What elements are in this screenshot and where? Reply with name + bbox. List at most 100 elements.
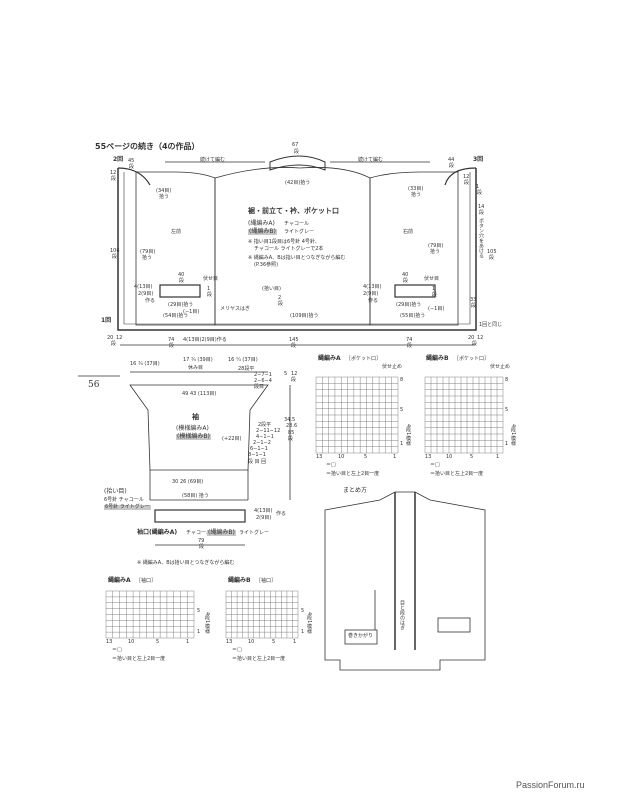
pickup-center: (拾い目) xyxy=(262,286,281,292)
right-33b-unit: 段 xyxy=(471,303,477,309)
bottom-145: 145 xyxy=(289,337,299,343)
right-front-label: 右前 xyxy=(403,229,414,235)
sleeve-top-a: 16 ¾ (37目) xyxy=(130,361,160,367)
note-1: ※ 指い目1段目は6号針 4号針、 xyxy=(248,239,320,245)
chart-b-cuff-side: 4段1模様 xyxy=(306,612,312,634)
note-2: チャコール ライトグレーで2本 xyxy=(254,246,324,252)
chart-a-cuff-side: 4段1模様 xyxy=(204,612,210,634)
sleeve-pat-a: (模様編みA) xyxy=(176,425,209,432)
chart-b-cuff-sub: ［袖口］ xyxy=(256,578,277,584)
right-make: 作る xyxy=(368,298,379,304)
chart-a-pocket-title: 縄編みA xyxy=(318,355,341,362)
bottom-12: 12 xyxy=(116,335,123,341)
chart-a-pocket-stop: 伏せ止め xyxy=(382,364,403,370)
sleeve-row-b: 2−6−4 xyxy=(254,378,272,384)
right-105-unit: 段 xyxy=(489,255,495,261)
chart-b-pocket-legend2: ＝拾い目と左上2目一度 xyxy=(430,471,484,477)
bottom-20: 20 xyxy=(107,335,114,341)
right-12-unit: 段 xyxy=(464,180,470,186)
bottom-109: (109目)拾う xyxy=(290,313,319,319)
chart-b-pocket-col2: 10 xyxy=(446,454,453,460)
sleeve-width: 49 43 (113目) xyxy=(182,391,217,397)
chart-a-cuff-col3: 5 xyxy=(156,639,160,645)
row2-label: 2回 xyxy=(113,156,124,163)
sleeve-side-85: 85 xyxy=(288,430,295,436)
right-33: (33目) xyxy=(408,186,424,192)
chart-a-pocket-col2: 10 xyxy=(338,454,345,460)
chart-a-pocket-legend2: ＝拾い目と左上2目一度 xyxy=(326,471,380,477)
left-79: (79目) xyxy=(140,249,156,255)
chart-a-pocket-row3: 1 xyxy=(400,441,404,447)
right-same: 1回と同じ xyxy=(479,322,503,328)
left-40: 40 xyxy=(178,272,185,278)
button-band: ボタン穴をあける xyxy=(478,218,484,258)
right-1b: 1 xyxy=(476,184,480,190)
right-33b: 33 xyxy=(470,297,477,303)
chart-b-cuff-col1: 13 xyxy=(226,639,233,645)
chart-b-pocket-col4: 1 xyxy=(496,454,500,460)
row1-label: 1回 xyxy=(101,317,112,324)
sleeve-row-a: 2−7−1 xyxy=(254,372,272,378)
sleeve-title: 袖 xyxy=(192,413,199,421)
chart-a-pocket-side: 4段1模様 xyxy=(405,424,411,446)
cuff-a-color: チャコール xyxy=(186,530,211,536)
chart-a-pocket-legend: ＝□ xyxy=(326,462,336,468)
chart-b-pocket-col3: 5 xyxy=(470,454,474,460)
sleeve-row2-c: 4−1−1 xyxy=(256,434,274,440)
left-2-9: 2(9目) xyxy=(138,291,154,297)
slant-needle: メリヤスはぎ xyxy=(220,306,251,312)
right-4-13: 4(13目) xyxy=(363,284,382,290)
chart-b-cuff-col4: 1 xyxy=(293,639,297,645)
chart-b-pocket-stop: 伏せ止め xyxy=(490,364,511,370)
chart-b-pocket-legend: ＝□ xyxy=(430,462,440,468)
cuff-make: 作る xyxy=(276,511,287,517)
chart-a-pocket-col4: 1 xyxy=(393,454,397,460)
right-40-unit: 段 xyxy=(403,278,409,284)
sleeve-side-5: 5 xyxy=(284,371,288,377)
chart-b-pocket-row1: 8 xyxy=(505,377,509,383)
right-44: 44 xyxy=(448,157,455,163)
back-panel xyxy=(214,167,371,326)
left-79-b: 拾う xyxy=(142,255,153,261)
row3-label: 3回 xyxy=(473,156,484,163)
watermark: PassionForum.ru xyxy=(516,780,585,790)
sleeve-side-345: 34.5 xyxy=(284,417,296,423)
left-34-b: 拾う xyxy=(159,194,170,200)
left-minus1: (−1目) xyxy=(183,309,200,315)
chart-a-pocket-row2: 5 xyxy=(400,407,404,413)
chart-a-pocket-sub: ［ポケット口］ xyxy=(346,356,382,362)
right-1b-unit: 段 xyxy=(477,190,483,196)
bottom-12r: 12 xyxy=(477,335,484,341)
chart-b-pocket-side: 4段1模様 xyxy=(510,424,516,446)
sleeve-pat-b: (模様編みB) xyxy=(176,433,211,440)
assembly-title: まとめ方 xyxy=(343,487,368,494)
chart-a-pocket-col3: 5 xyxy=(364,454,368,460)
chart-b-pocket-row3: 1 xyxy=(505,441,509,447)
sleeve-rest: 休み目 xyxy=(188,365,204,371)
assembly-side-join: 目と段のはぎ xyxy=(399,600,405,630)
bottom-74-unit: 段 xyxy=(169,343,175,349)
bottom-make: 4(13目)2(9目)作る xyxy=(183,337,227,343)
left-45-unit: 段 xyxy=(129,164,135,170)
continuation-title: 55ページの続き（4の作品） xyxy=(95,142,200,151)
chart-a-cuff-legend2: ＝拾い目と左上2目一度 xyxy=(112,656,166,662)
sleeve-row2-f: 8−1−1 xyxy=(248,452,266,458)
cuff-note: ※ 縄編みA、Bは拾い目とつなぎながら編む xyxy=(137,560,235,566)
right-2-9: 2(9目) xyxy=(363,291,379,297)
assembly-outline xyxy=(324,491,486,671)
chart-a-pocket-row1: 8 xyxy=(400,377,404,383)
cuff-79-unit: 段 xyxy=(199,544,205,550)
right-29: (29目)拾う xyxy=(396,302,422,308)
left-45: 45 xyxy=(128,158,135,164)
sleeve-row28: 28段平 xyxy=(238,366,255,372)
right-40: 40 xyxy=(402,272,409,278)
left-12-unit: 段 xyxy=(111,176,117,182)
bottom-74: 74 xyxy=(168,337,175,343)
chart-a-cuff-col2: 10 xyxy=(128,639,135,645)
chart-b-cuff-legend2: ＝拾い目と左上2目一度 xyxy=(232,656,286,662)
sleeve-row2-d: 2−1−2 xyxy=(253,440,271,446)
collar-rows-unit: 段 xyxy=(294,149,300,155)
sleeve-side-85-unit: 段 xyxy=(288,436,294,442)
center-2-unit: 段 xyxy=(278,301,284,307)
left-front-label: 左前 xyxy=(171,229,182,235)
